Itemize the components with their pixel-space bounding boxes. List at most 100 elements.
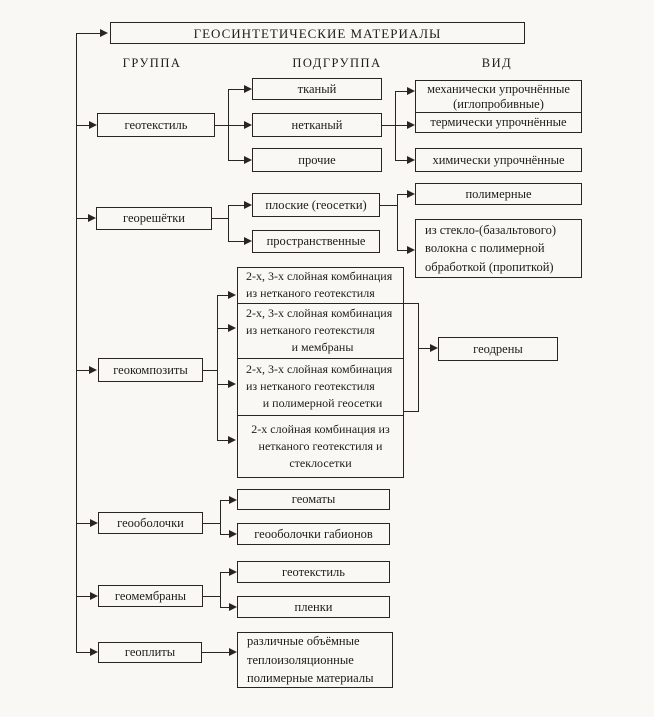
arrowhead-icon	[407, 156, 415, 164]
subgroup-box-insulation: различные объёмные теплоизоляционные пол…	[237, 632, 393, 688]
arrowhead-icon	[89, 366, 97, 374]
connector-line	[228, 160, 244, 161]
subgroup-box-other: прочие	[252, 148, 382, 172]
arrowhead-icon	[90, 592, 98, 600]
group-box-geotextile: геотекстиль	[97, 113, 215, 137]
arrowhead-icon	[229, 648, 237, 656]
subgroup-box-combo2: 2-х, 3-х слойная комбинация из нетканого…	[238, 302, 403, 358]
connector-line	[395, 125, 407, 126]
connector-line	[76, 125, 89, 126]
arrowhead-icon	[90, 519, 98, 527]
connector-line	[212, 218, 228, 219]
arrowhead-icon	[407, 246, 415, 254]
arrowhead-icon	[228, 380, 236, 388]
subgroup-box-woven: тканый	[252, 78, 382, 100]
subgroup-box-geomats: геоматы	[237, 489, 390, 510]
column-header-subgroup: ПОДГРУППА	[292, 56, 382, 70]
connector-line	[395, 91, 396, 161]
subgroup-box-gabions: геооболочки габионов	[237, 523, 390, 545]
connector-line	[397, 250, 407, 251]
arrowhead-icon	[88, 214, 96, 222]
kind-box-thermal: термически упрочнённые	[430, 115, 567, 130]
connector-line	[395, 91, 407, 92]
connector-line	[76, 652, 90, 653]
group-box-geoplates: геоплиты	[98, 642, 202, 663]
arrowhead-icon	[228, 324, 236, 332]
subgroup-box-combo3: 2-х, 3-х слойная комбинация из нетканого…	[238, 358, 403, 414]
connector-line	[380, 205, 397, 206]
arrowhead-icon	[407, 121, 415, 129]
group-box-geogrids: георешётки	[96, 207, 212, 230]
connector-line	[418, 303, 419, 412]
connector-line	[418, 348, 430, 349]
arrowhead-icon	[407, 87, 415, 95]
arrowhead-icon	[228, 291, 236, 299]
connector-line	[220, 607, 229, 608]
group-box-geomembranes: геомембраны	[98, 585, 203, 607]
connector-line	[397, 194, 407, 195]
connector-line	[220, 500, 229, 501]
connector-line	[217, 328, 228, 329]
connector-line	[397, 194, 398, 251]
kind-box-chemical: химически упрочнённые	[415, 148, 582, 172]
kind-box-geodrains: геодрены	[438, 337, 558, 361]
connector-line	[203, 370, 217, 371]
kind-joined-box: механически упрочнённые (иглопробивные) …	[415, 80, 582, 133]
arrowhead-icon	[229, 530, 237, 538]
arrowhead-icon	[90, 648, 98, 656]
arrowhead-icon	[229, 568, 237, 576]
connector-line	[76, 218, 88, 219]
connector-line	[202, 652, 229, 653]
connector-line	[76, 523, 90, 524]
connector-line	[395, 160, 407, 161]
connector-line	[404, 411, 418, 412]
arrowhead-icon	[89, 121, 97, 129]
kind-box-glass-basalt: из стекло-(базальтового) волокна с полим…	[415, 219, 582, 278]
arrowhead-icon	[407, 190, 415, 198]
kind-box-polymeric: полимерные	[415, 183, 582, 205]
connector-line	[217, 440, 228, 441]
diagram-title: ГЕОСИНТЕТИЧЕСКИЕ МАТЕРИАЛЫ	[193, 25, 442, 41]
arrowhead-icon	[228, 436, 236, 444]
connector-line	[215, 125, 228, 126]
arrowhead-icon	[244, 156, 252, 164]
arrowhead-icon	[430, 344, 438, 352]
subgroup-stack-geocomposites: 2-х, 3-х слойная комбинация из нетканого…	[237, 267, 404, 478]
arrowhead-icon	[244, 237, 252, 245]
connector-line	[76, 596, 90, 597]
subgroup-box-combo4: 2-х слойная комбинация из нетканого геот…	[238, 414, 403, 477]
title-box: ГЕОСИНТЕТИЧЕСКИЕ МАТЕРИАЛЫ	[110, 22, 525, 44]
connector-line	[76, 33, 102, 34]
kind-box-mechanical: механически упрочнённые (иглопробивные)	[416, 81, 581, 114]
column-header-kind: ВИД	[481, 56, 513, 70]
connector-line	[382, 125, 395, 126]
connector-line	[203, 596, 220, 597]
connector-line	[228, 125, 244, 126]
column-header-group: ГРУППА	[122, 56, 182, 70]
arrowhead-icon	[100, 29, 108, 37]
connector-line	[217, 295, 228, 296]
subgroup-box-spatial: пространственные	[252, 230, 380, 253]
connector-line	[217, 295, 218, 441]
arrowhead-icon	[244, 121, 252, 129]
connector-line	[220, 572, 229, 573]
connector-line	[220, 572, 221, 608]
arrowhead-icon	[229, 496, 237, 504]
connector-line	[76, 370, 89, 371]
connector-line	[203, 523, 220, 524]
subgroup-box-films: пленки	[237, 596, 390, 618]
connector-line	[217, 384, 228, 385]
arrowhead-icon	[244, 85, 252, 93]
connector-line	[220, 500, 221, 535]
connector-line	[228, 205, 229, 242]
arrowhead-icon	[244, 201, 252, 209]
connector-line	[228, 205, 244, 206]
connector-line	[220, 534, 229, 535]
group-box-geocomposites: геокомпозиты	[98, 358, 203, 382]
connector-line	[228, 89, 244, 90]
connector-line	[228, 241, 244, 242]
subgroup-box-combo1: 2-х, 3-х слойная комбинация из нетканого…	[246, 269, 393, 301]
subgroup-box-flat: плоские (геосетки)	[252, 193, 380, 217]
connector-line	[404, 303, 418, 304]
